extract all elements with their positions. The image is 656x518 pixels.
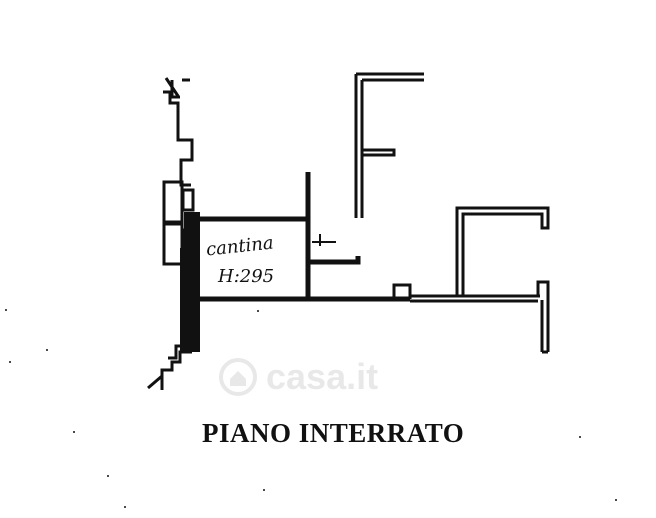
scan-dot bbox=[107, 475, 109, 477]
left-niche-bottom bbox=[162, 222, 184, 266]
right-room-wall-lower bbox=[536, 280, 550, 352]
scan-dot bbox=[124, 506, 126, 508]
bearing-wall-cap bbox=[180, 248, 188, 352]
scan-dot bbox=[263, 489, 265, 491]
scan-dot bbox=[9, 361, 11, 363]
scan-dot bbox=[73, 431, 75, 433]
left-niche-inner bbox=[181, 188, 195, 212]
scan-dot bbox=[579, 436, 581, 438]
scan-dot bbox=[615, 499, 617, 501]
watermark: casa.it bbox=[218, 356, 378, 398]
corridor-step bbox=[392, 283, 412, 299]
house-logo-icon bbox=[219, 358, 257, 396]
left-outer-wall bbox=[163, 90, 194, 187]
scan-dot bbox=[5, 309, 7, 311]
floor-title: PIANO INTERRATO bbox=[202, 418, 465, 448]
lower-left-tick bbox=[147, 374, 163, 390]
partition-wall bbox=[308, 256, 361, 265]
scan-dot bbox=[257, 310, 259, 312]
scan-dot bbox=[46, 349, 48, 351]
central-shelf bbox=[362, 148, 396, 157]
left-niche-top bbox=[162, 180, 184, 224]
left-wall-tick bbox=[164, 77, 180, 97]
watermark-text: casa.it bbox=[266, 356, 379, 397]
room-height-label: H:295 bbox=[218, 266, 275, 287]
right-room-wall-outer bbox=[455, 206, 550, 296]
